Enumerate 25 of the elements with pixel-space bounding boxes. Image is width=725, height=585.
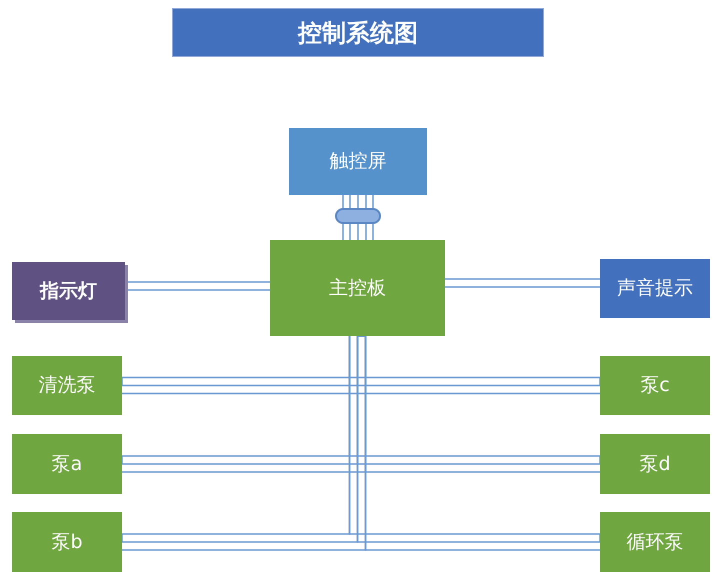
box-label: 泵b (51, 530, 83, 555)
connector-capsule (335, 208, 381, 224)
box-label: 清洗泵 (38, 373, 96, 398)
box-label: 泵a (52, 452, 82, 477)
connector-line (444, 278, 601, 288)
box-label: 触控屏 (330, 149, 386, 174)
component-box (270, 240, 445, 336)
box-label: 泵c (640, 373, 670, 398)
component-box (600, 512, 710, 572)
box-label: 主控板 (329, 276, 386, 301)
component-box (12, 356, 122, 415)
component-box (600, 356, 710, 415)
title-banner: 控制系统图 (172, 8, 544, 57)
component-box (289, 128, 427, 195)
box-label: 声音提示 (617, 276, 693, 302)
component-box (12, 434, 122, 494)
box-label: 泵d (639, 452, 671, 477)
component-box (12, 512, 122, 572)
box-label: 循环泵 (626, 530, 684, 555)
component-box (600, 434, 710, 494)
box-label: 指示灯 (40, 278, 97, 304)
connector-line (342, 194, 374, 209)
connector-line (342, 223, 374, 241)
component-box (600, 259, 710, 318)
component-box (12, 262, 125, 320)
